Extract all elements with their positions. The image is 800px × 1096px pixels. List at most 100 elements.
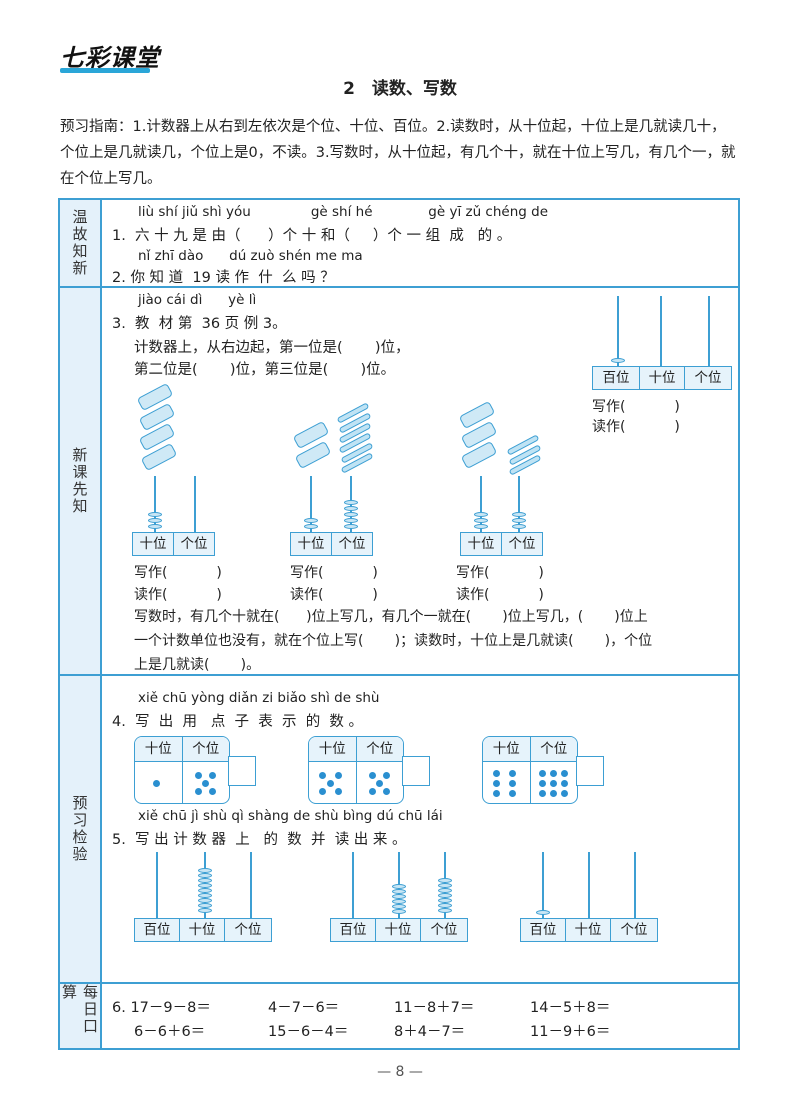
hundreds-label: 百位 [331, 919, 376, 941]
dot-chart: 十位个位 [482, 736, 578, 804]
dot [375, 780, 383, 787]
bead-stack [438, 878, 452, 913]
dot [560, 790, 568, 797]
ones-label: 个位 [234, 922, 262, 938]
stick-bundles-illustration [290, 398, 380, 478]
ones-label: 个位 [338, 536, 366, 552]
counter-rod [310, 476, 312, 532]
counter-bead [512, 524, 526, 529]
ones-label: 个位 [620, 922, 648, 938]
logo-underline [60, 68, 150, 73]
dot [335, 788, 342, 795]
question-5: 5. 写 出 计 数 器 上 的 数 并 读 出 来 。 [112, 832, 407, 848]
answer-box[interactable] [576, 756, 604, 786]
worksheet-frame [58, 198, 740, 1050]
calc-item: 14－5＋8＝ [530, 1000, 611, 1016]
hundreds-label: 百位 [521, 919, 566, 941]
tens-label: 十位 [461, 533, 502, 555]
bead-stack [198, 868, 212, 913]
dot [493, 770, 500, 777]
dot [319, 788, 326, 795]
question-1: 1. 六 十 九 是 由（ ）个 十 和（ ）个 一 组 成 的 。 [112, 228, 512, 244]
read-as: 读作( ) [134, 587, 222, 603]
dot [382, 788, 390, 795]
brand-logo: 七彩课堂 [60, 44, 160, 72]
divider [60, 982, 738, 984]
dot [194, 788, 202, 795]
place-value-row: 百位 十位 个位 [330, 918, 468, 942]
tens-label: 十位 [566, 919, 611, 941]
dot [560, 780, 568, 787]
ones-label: 个位 [366, 741, 394, 757]
q5-pinyin: xiě chū jì shù qì shàng de shù bìng dú c… [138, 808, 443, 824]
tens-label: 十位 [291, 533, 332, 555]
divider [60, 286, 738, 288]
q1-pinyin: liù shí jiǔ shì yóu gè shí hé gè yī zǔ c… [138, 204, 548, 220]
write-as: 写作( ) [456, 565, 544, 581]
divider [60, 674, 738, 676]
calc-item: 6. 17－9－8＝ [112, 1000, 211, 1016]
counter-bead [474, 524, 488, 529]
section-label-check: 预习检验 [60, 676, 102, 982]
ones-label: 个位 [508, 536, 536, 552]
counter-bead [344, 512, 358, 517]
counter-rod [154, 476, 156, 532]
hundreds-label: 百位 [593, 367, 640, 389]
answer-box[interactable] [402, 756, 430, 786]
dot [549, 790, 557, 797]
dot [549, 780, 557, 787]
preview-guide: 预习指南：1.计数器上从右到左依次是个位、十位、百位。2.读数时，从十位起，十位… [60, 119, 736, 187]
dot [493, 790, 500, 797]
tens-label: 十位 [640, 367, 685, 389]
counter-rod [518, 476, 520, 532]
calc-item: 11－9＋6＝ [530, 1024, 611, 1040]
q3-line1: 计数器上，从右边起，第一位是( )位， [134, 340, 410, 356]
counter-rod [660, 296, 662, 366]
counter-bead [611, 358, 625, 363]
counter-bead [344, 500, 358, 505]
ones-label: 个位 [192, 741, 220, 757]
tens-label: 十位 [376, 919, 421, 941]
question-4: 4. 写 出 用 点 子 表 示 的 数 。 [112, 714, 364, 730]
write-as: 写作( ) [592, 399, 680, 415]
dot [509, 790, 516, 797]
counter-bead [148, 512, 162, 517]
ones-label: 个位 [694, 370, 722, 386]
dot [493, 780, 500, 787]
counter-bead [512, 512, 526, 517]
read-as: 读作( ) [456, 587, 544, 603]
ones-label: 个位 [430, 922, 458, 938]
counter-bead [474, 518, 488, 523]
counter-rod [194, 476, 196, 532]
counter-bead [148, 524, 162, 529]
place-value-row: 百位 十位 个位 [520, 918, 658, 942]
dot [327, 780, 334, 787]
counter-rod [634, 852, 636, 918]
hundreds-label: 百位 [135, 919, 180, 941]
counter-bead [344, 506, 358, 511]
dot [538, 770, 546, 777]
stick-bundles-illustration [456, 398, 546, 478]
q3-pinyin: jiào cái dì yè lì [138, 292, 257, 308]
dot [208, 788, 216, 795]
dot [153, 780, 160, 787]
ones-label: 个位 [180, 536, 208, 552]
counter-rod [617, 296, 619, 366]
dot [201, 780, 209, 787]
counter-rod [480, 476, 482, 532]
dot [335, 772, 342, 779]
dot [382, 772, 390, 779]
write-as: 写作( ) [290, 565, 378, 581]
dot [509, 780, 516, 787]
calc-item: 15－6－4＝ [268, 1024, 349, 1040]
question-2: 2. 你 知 道 19 读 作 什 么 吗 ？ [112, 270, 335, 286]
section-label-review: 温故知新 [60, 200, 102, 286]
answer-box[interactable] [228, 756, 256, 786]
dot [368, 788, 376, 795]
counter-bead [536, 910, 550, 915]
write-as: 写作( ) [134, 565, 222, 581]
bead-stack [392, 884, 406, 914]
counter-rod [352, 852, 354, 918]
counter-bead [474, 512, 488, 517]
dot [194, 772, 202, 779]
